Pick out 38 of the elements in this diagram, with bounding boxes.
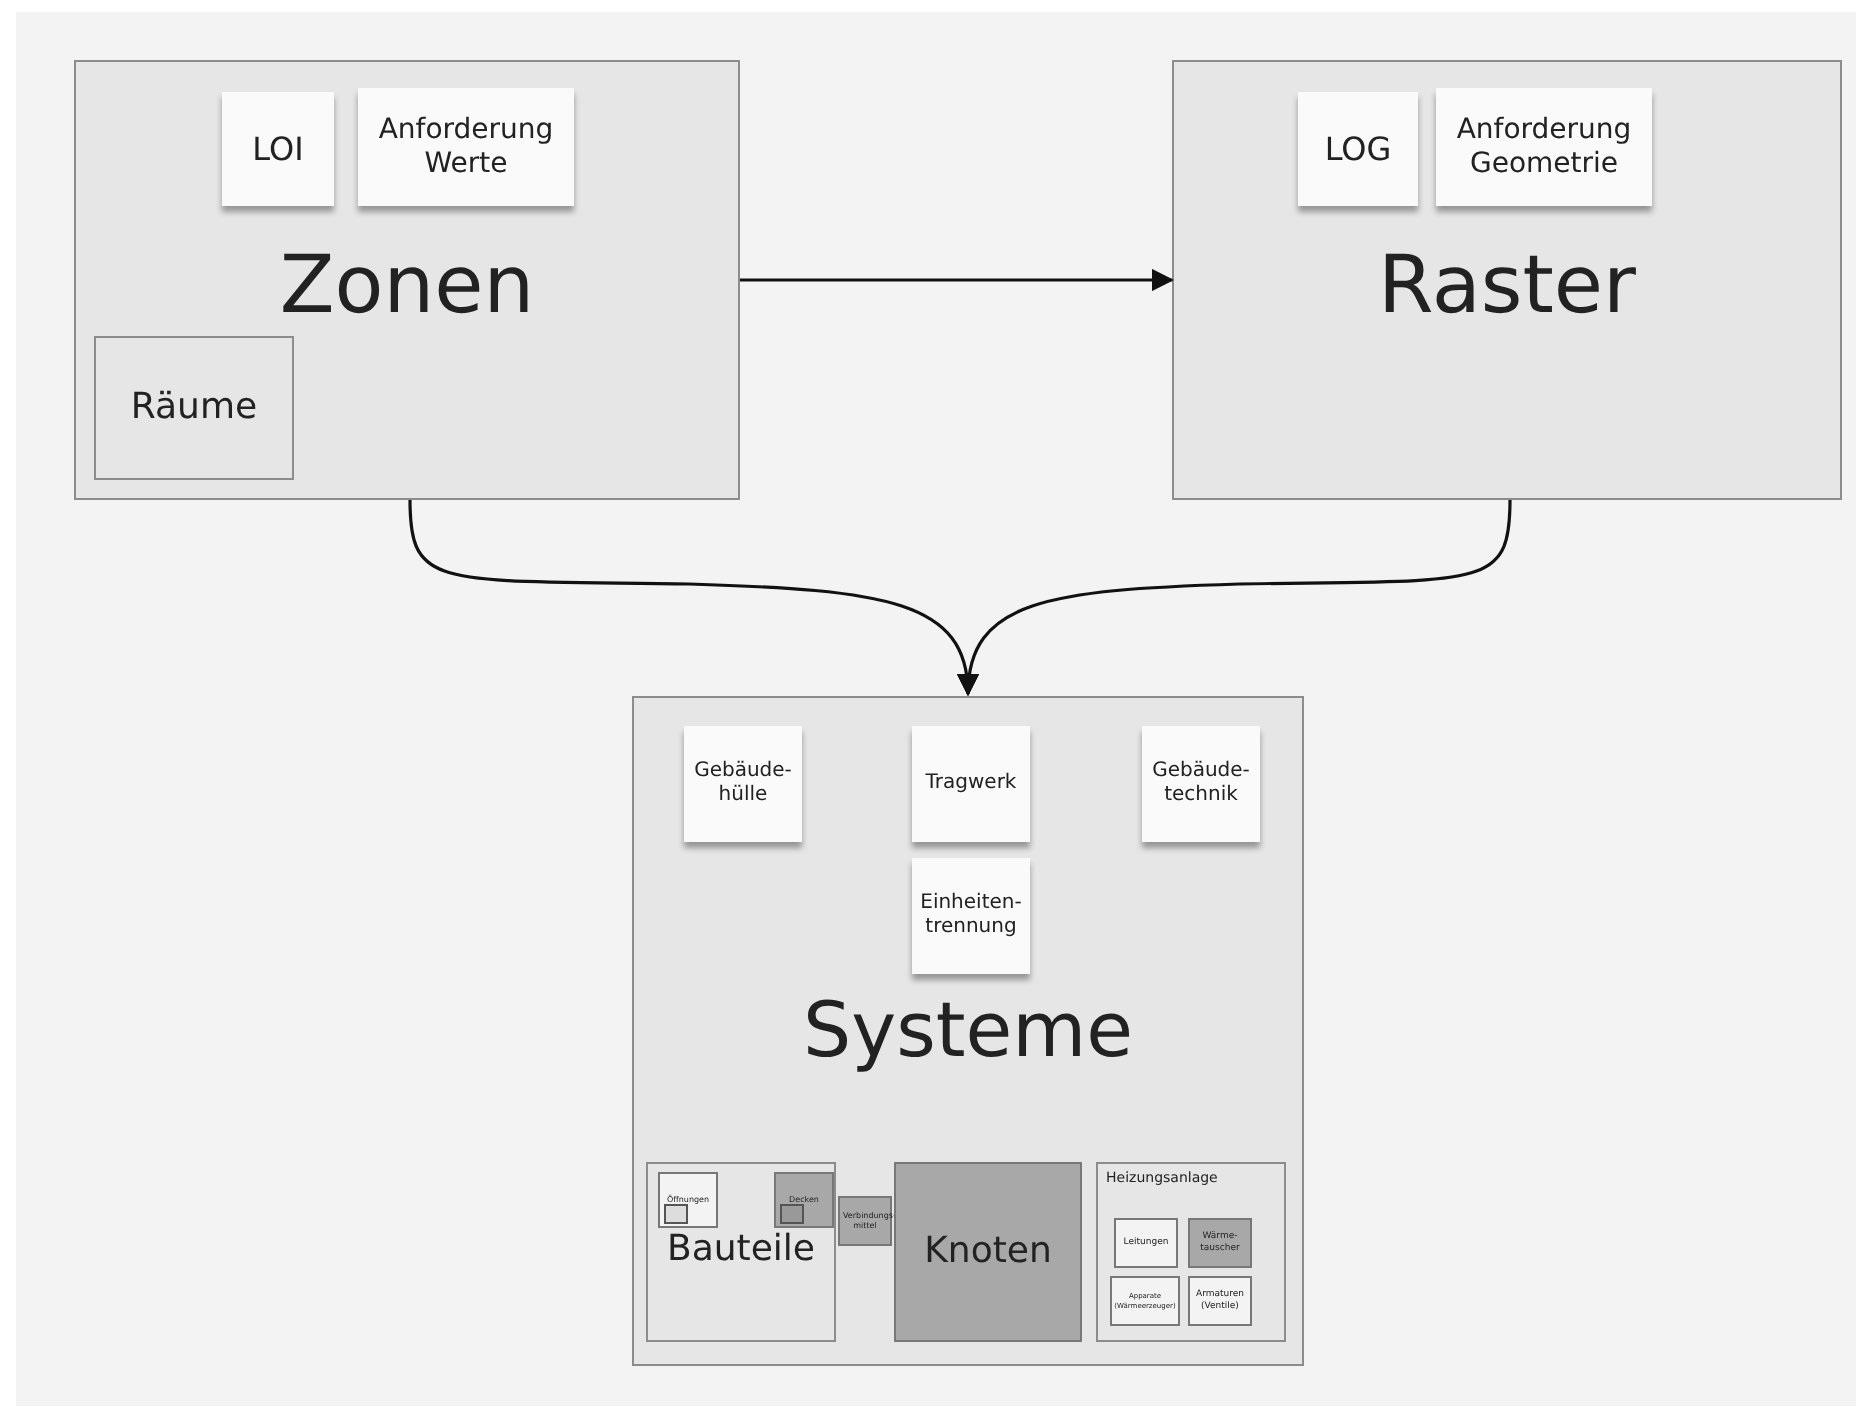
note-text: Einheiten- trennung xyxy=(919,892,1023,940)
note-text: LOI xyxy=(252,129,304,169)
note-text: Gebäude- technik xyxy=(1150,760,1252,808)
note-text: Gebäude- hülle xyxy=(692,760,794,808)
sticky-note xyxy=(684,726,802,842)
element-box xyxy=(1188,1218,1252,1268)
element-box xyxy=(1114,1218,1178,1268)
note-text: Tragwerk xyxy=(925,772,1017,796)
note-text: Anforderung Geometrie xyxy=(1454,113,1634,181)
element-box xyxy=(658,1172,718,1228)
sticky-note xyxy=(1142,726,1260,842)
element-box xyxy=(774,1172,834,1228)
group-box xyxy=(1096,1162,1286,1342)
group-title: Systeme xyxy=(800,986,1136,1078)
group-title: Zonen xyxy=(277,238,537,334)
group-title: Räume xyxy=(130,386,258,430)
arrow xyxy=(958,499,1512,697)
sticky-note xyxy=(222,92,334,206)
group-title: Bauteile xyxy=(665,1228,817,1272)
group-panel xyxy=(74,60,740,500)
group-title: Raster xyxy=(1375,238,1638,334)
group-panel xyxy=(1172,60,1842,500)
note-text: Knoten xyxy=(924,1230,1052,1274)
group-box xyxy=(646,1162,836,1342)
sticky-note xyxy=(358,88,574,206)
arrow xyxy=(740,268,1175,292)
note-text: Anforderung Werte xyxy=(376,113,556,181)
group-panel xyxy=(632,696,1304,1366)
sticky-note xyxy=(912,726,1030,842)
sticky-note xyxy=(912,858,1030,974)
sticky-note xyxy=(1436,88,1652,206)
element-box xyxy=(1110,1276,1180,1326)
group-box xyxy=(94,336,294,480)
element-box xyxy=(838,1196,892,1246)
element-box xyxy=(1188,1276,1252,1326)
sticky-note xyxy=(1298,92,1418,206)
element-box xyxy=(894,1162,1082,1342)
note-text: LOG xyxy=(1324,129,1392,169)
